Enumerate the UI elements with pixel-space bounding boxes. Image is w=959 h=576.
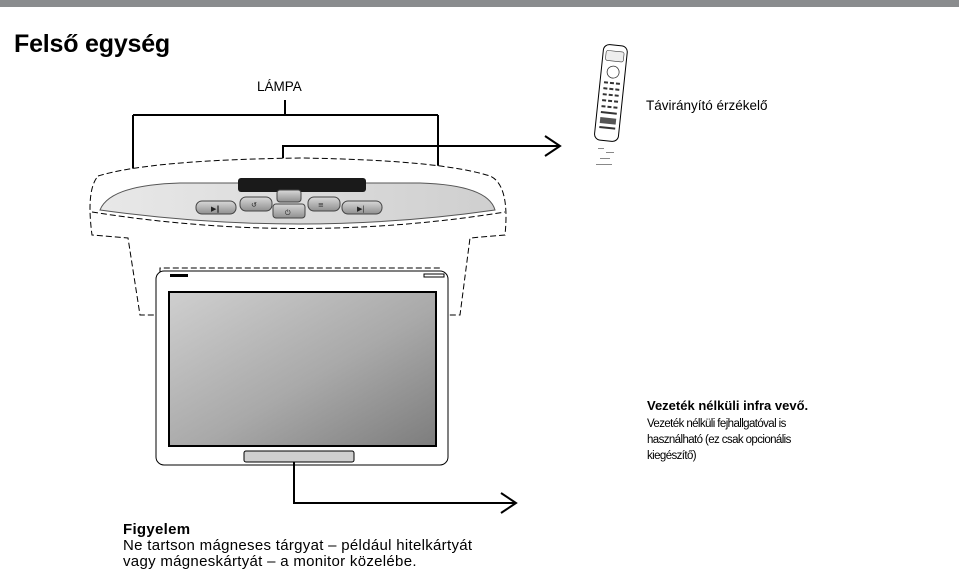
svg-text:↺: ↺ (251, 201, 257, 209)
play-pause-icon (195, 200, 237, 215)
control-buttons (195, 189, 383, 219)
warning-line-1: Ne tartson mágneses tárgyat – például hi… (123, 537, 473, 554)
remote-small-marks (596, 148, 614, 165)
monitor-screen (168, 291, 437, 447)
svg-text:▶|: ▶| (357, 205, 365, 213)
warning-heading: Figyelem (123, 521, 191, 538)
page-title: Felső egység (14, 30, 170, 58)
remote-control-icon (594, 44, 628, 142)
lamp-icon (276, 189, 302, 203)
next-icon (341, 200, 383, 215)
infrared-receiver-arrow (293, 462, 518, 514)
sensor-window (238, 178, 366, 192)
menu-icon (307, 196, 341, 212)
infrared-receiver-note: Vezeték nélküli fejhallgatóval is haszná… (647, 418, 791, 462)
warning-line-2: vagy mágneskártyát – a monitor közelébe. (123, 553, 417, 570)
back-icon (239, 196, 273, 212)
warning-box: Figyelem Ne tartson mágneses tárgyat – p… (123, 522, 472, 570)
remote-sensor-label: Távirányító érzékelő (646, 98, 768, 113)
svg-text:⏻: ⏻ (285, 209, 291, 217)
svg-text:▶‖: ▶‖ (211, 205, 220, 213)
infrared-receiver-title: Vezeték nélküli infra vevő. (647, 398, 809, 413)
header-bar (0, 0, 959, 7)
lamp-label: LÁMPA (257, 79, 302, 94)
infrared-receiver-window (243, 450, 355, 463)
svg-text:≡: ≡ (318, 201, 324, 209)
power-icon (272, 203, 306, 219)
